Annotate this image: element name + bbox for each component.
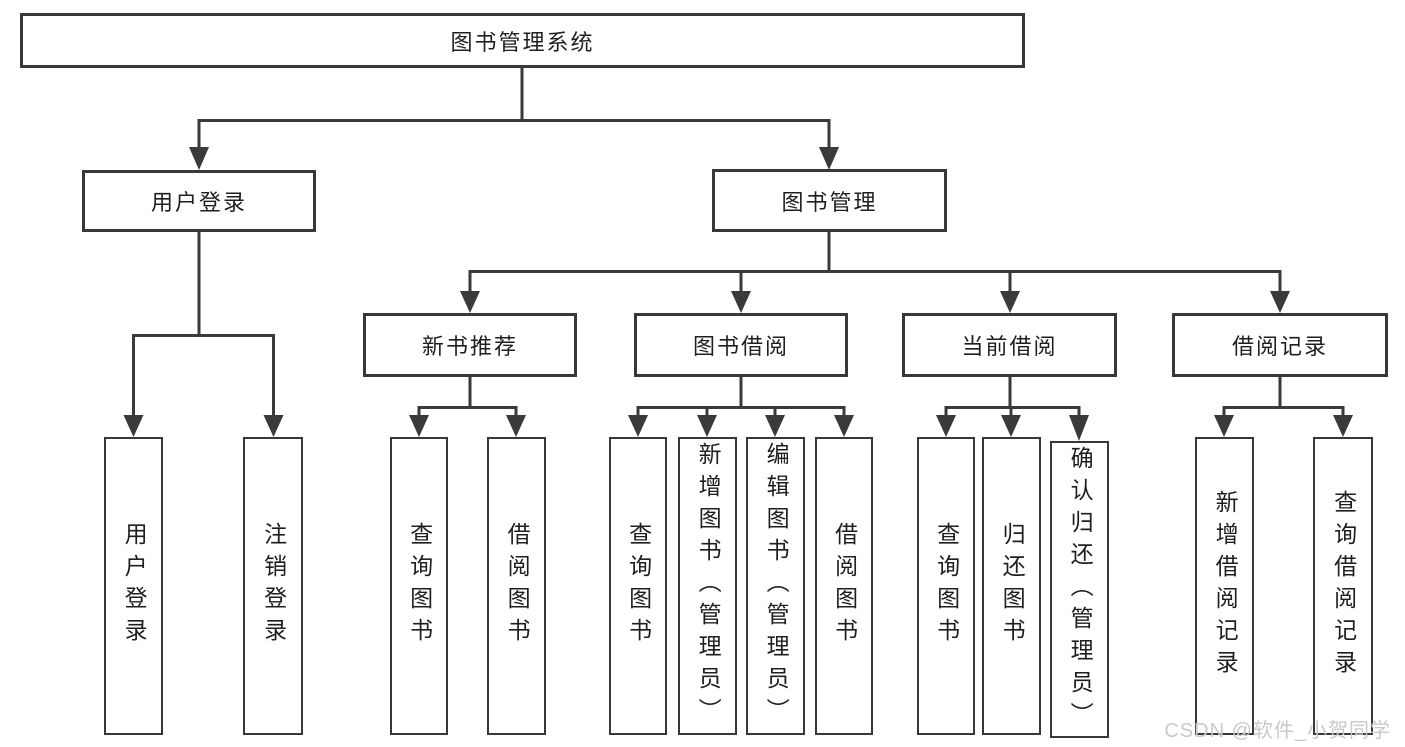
node-new-book-recommend: 新书推荐 xyxy=(363,313,577,377)
leaf-query-books-1-label: 查询图书 xyxy=(406,522,433,650)
node-current-borrowing: 当前借阅 xyxy=(902,313,1117,377)
leaf-borrow-books-2: 借阅图书 xyxy=(815,437,873,735)
node-book-borrowing: 图书借阅 xyxy=(634,313,848,377)
leaf-query-books-3-label: 查询图书 xyxy=(933,522,960,650)
leaf-borrow-books-1-label: 借阅图书 xyxy=(504,522,531,650)
node-root-system: 图书管理系统 xyxy=(20,13,1025,68)
leaf-edit-books-admin-label: 编辑图书（管理员） xyxy=(763,442,790,730)
leaf-edit-books-admin: 编辑图书（管理员） xyxy=(746,437,805,735)
leaf-return-books: 归还图书 xyxy=(982,437,1041,735)
node-borrowing-records: 借阅记录 xyxy=(1172,313,1388,377)
leaf-query-books-2: 查询图书 xyxy=(609,437,667,735)
node-user-login: 用户登录 xyxy=(82,170,316,232)
leaf-query-books-1: 查询图书 xyxy=(390,437,448,735)
leaf-logout: 注销登录 xyxy=(243,437,303,735)
leaf-query-books-3: 查询图书 xyxy=(917,437,975,735)
csdn-watermark: CSDN @软件_小贺同学 xyxy=(1164,720,1391,742)
leaf-add-books-admin-label: 新增图书（管理员） xyxy=(695,442,722,730)
leaf-return-books-label: 归还图书 xyxy=(999,522,1026,650)
leaf-add-books-admin: 新增图书（管理员） xyxy=(678,437,737,735)
leaf-query-borrow-record: 查询借阅记录 xyxy=(1313,437,1373,735)
leaf-add-borrow-record: 新增借阅记录 xyxy=(1195,437,1254,735)
leaf-borrow-books-1: 借阅图书 xyxy=(487,437,546,735)
leaf-borrow-books-2-label: 借阅图书 xyxy=(831,522,858,650)
leaf-logout-label: 注销登录 xyxy=(260,522,287,650)
leaf-query-books-2-label: 查询图书 xyxy=(625,522,652,650)
node-book-management: 图书管理 xyxy=(712,169,947,232)
leaf-query-borrow-record-label: 查询借阅记录 xyxy=(1330,490,1357,682)
leaf-add-borrow-record-label: 新增借阅记录 xyxy=(1212,490,1239,682)
leaf-confirm-return-admin-label: 确认归还（管理员） xyxy=(1067,445,1094,734)
leaf-confirm-return-admin: 确认归还（管理员） xyxy=(1050,441,1109,738)
leaf-user-login: 用户登录 xyxy=(104,437,163,735)
leaf-user-login-label: 用户登录 xyxy=(121,522,148,650)
